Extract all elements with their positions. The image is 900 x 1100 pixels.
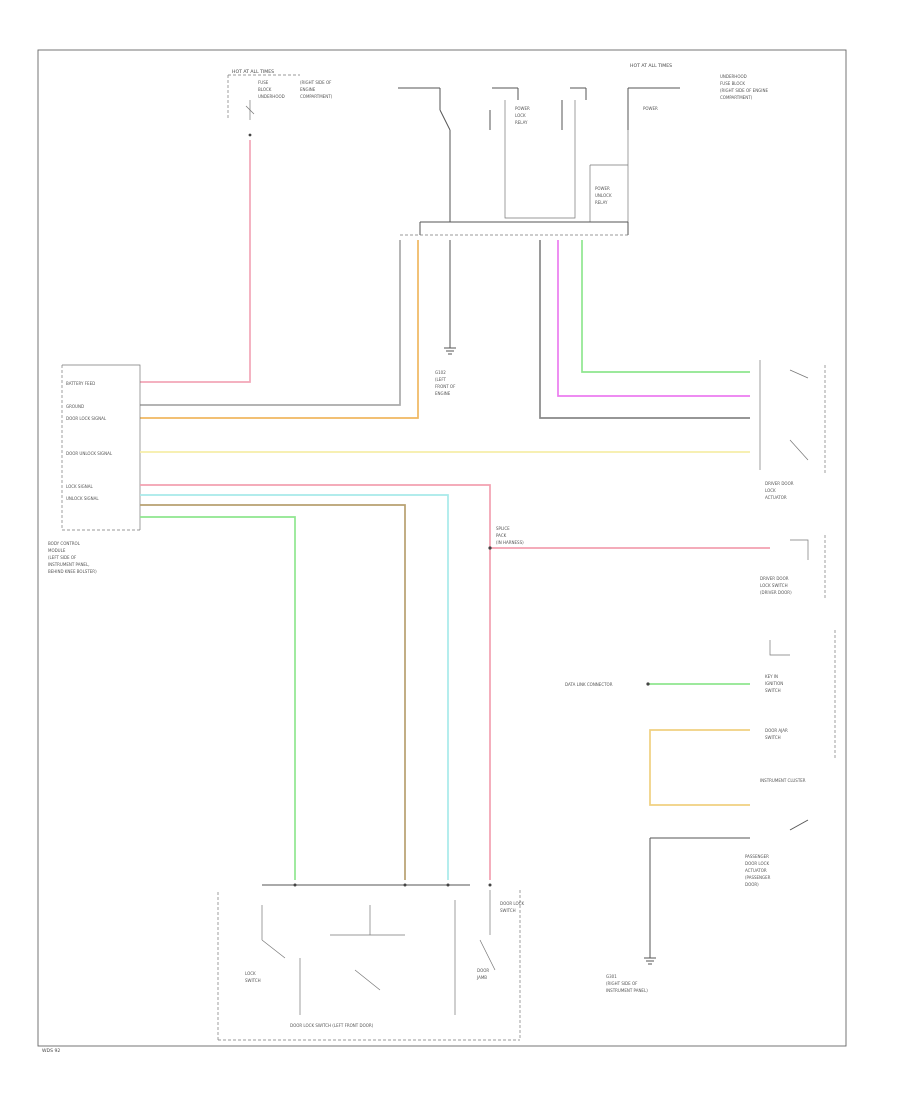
relay-wires: G102 (LEFT FRONT OF ENGINE (140, 240, 750, 419)
relay-center-l3: RELAY (515, 120, 528, 125)
bcm-pin-1: BATTERY FEED (66, 381, 95, 386)
fuse-block-left-l5: ENGINE (300, 87, 316, 92)
bcm-pin-4: DOOR UNLOCK SIGNAL (66, 451, 113, 456)
bcm-title-l3: (LEFT SIDE OF (48, 555, 77, 560)
lower-bottom-label: DOOR LOCK SWITCH (LEFT FRONT DOOR) (290, 1023, 374, 1028)
bcm-lower-wires: SPLICE PACK (IN HARNESS) (140, 484, 770, 880)
splice-ref-l2: PACK (496, 533, 507, 538)
corner-tag: WDS 92 (42, 1048, 60, 1054)
splice-ref-l3: (IN HARNESS) (496, 540, 524, 545)
fuse-block-left-l2: BLOCK (258, 87, 272, 92)
passenger-block-l1: PASSENGER (745, 854, 769, 859)
right-components: DRIVER DOOR LOCK ACTUATOR DRIVER DOOR LO… (565, 360, 836, 993)
ajar-switch-l2: SWITCH (765, 735, 781, 740)
bcm-pin-2: GROUND (66, 404, 84, 409)
hot-all-times-left: HOT AT ALL TIMES (232, 69, 274, 75)
fuse-block-left-l1: FUSE (258, 80, 269, 85)
ground-right-l3: INSTRUMENT PANEL) (606, 988, 648, 993)
lower-switch-b-l2: SWITCH (500, 908, 516, 913)
fuse-block-left-l6: COMPARTMENT) (300, 94, 333, 99)
bcm-pin-6: UNLOCK SIGNAL (66, 496, 99, 501)
ground-g102-l4: ENGINE (435, 391, 451, 396)
relay-cluster: HOT AT ALL TIMES UNDERHOOD FUSE BLOCK (R… (398, 63, 768, 236)
door-lock-motor-l2: LOCK (765, 488, 776, 493)
ground-right-l1: G301 (606, 974, 617, 979)
fuse-block-right-l4: COMPARTMENT) (720, 95, 753, 100)
passenger-block-l3: ACTUATOR (745, 868, 767, 873)
lower-switch-c-l2: JAMB (476, 975, 487, 980)
ground-g102-l2: (LEFT (435, 377, 447, 382)
fuse-block-left-l3: UNDERHOOD (258, 94, 285, 99)
passenger-block-l2: DOOR LOCK (745, 861, 769, 866)
relay-right-l2: UNLOCK (595, 193, 612, 198)
lower-switch-b-l1: DOOR LOCK (500, 901, 524, 906)
instrument-cluster-label: INSTRUMENT CLUSTER (760, 778, 806, 783)
door-lock-motor-l3: ACTUATOR (765, 495, 787, 500)
svg-text:POWER: POWER (643, 106, 658, 111)
fuse-block-right-l3: (RIGHT SIDE OF ENGINE (720, 88, 768, 93)
passenger-block-l5: DOOR) (745, 882, 759, 887)
lower-switch-a-l2: SWITCH (245, 978, 261, 983)
bcm-title-l1: BODY CONTROL (48, 541, 81, 546)
ground-g102-l1: G102 (435, 370, 446, 375)
lower-switch-assembly: LOCK SWITCH DOOR LOCK SWITCH DOOR JAMB D… (217, 883, 524, 1041)
body-control-module: BATTERY FEED GROUND DOOR LOCK SIGNAL DOO… (48, 364, 141, 574)
splice-ref-l1: SPLICE (496, 526, 510, 531)
key-in-l3: SWITCH (765, 688, 781, 693)
door-lock-switch-l2: LOCK SWITCH (760, 583, 788, 588)
battery-feed-wire (140, 140, 251, 383)
bcm-title-l4: INSTRUMENT PANEL, (48, 562, 89, 567)
bcm-title-l5: BEHIND KNEE BOLSTER) (48, 569, 97, 574)
key-in-l2: IGNITION (765, 681, 783, 686)
fuse-block-left: HOT AT ALL TIMES FUSE BLOCK UNDERHOOD (R… (227, 69, 333, 137)
relay-center-l2: LOCK (515, 113, 526, 118)
key-in-l1: KEY IN (765, 674, 778, 679)
bcm-title-l2: MODULE (48, 548, 66, 553)
door-lock-switch-l1: DRIVER DOOR (760, 576, 789, 581)
passenger-block-l4: (PASSENGER (745, 875, 771, 880)
lower-switch-a-l1: LOCK (245, 971, 256, 976)
data-link-label: DATA LINK CONNECTOR (565, 682, 613, 687)
hot-all-times-right: HOT AT ALL TIMES (630, 63, 672, 69)
ground-right-l2: (RIGHT SIDE OF (606, 981, 638, 986)
door-lock-switch-l3: (DRIVER DOOR) (760, 590, 792, 595)
relay-right-l3: RELAY (595, 200, 608, 205)
fuse-block-right-l2: FUSE BLOCK (720, 81, 745, 86)
fuse-block-right-l1: UNDERHOOD (720, 74, 747, 79)
bcm-pin-3: DOOR LOCK SIGNAL (66, 416, 107, 421)
relay-right-l1: POWER (595, 186, 610, 191)
outer-border (37, 49, 847, 1047)
door-lock-motor-l1: DRIVER DOOR (765, 481, 794, 486)
ground-g102-l3: FRONT OF (435, 384, 456, 389)
bcm-pin-5: LOCK SIGNAL (66, 484, 93, 489)
relay-center-l1: POWER (515, 106, 530, 111)
lower-switch-c-l1: DOOR (477, 968, 489, 973)
ajar-switch-l1: DOOR AJAR (765, 728, 788, 733)
fuse-block-left-l4: (RIGHT SIDE OF (300, 80, 332, 85)
